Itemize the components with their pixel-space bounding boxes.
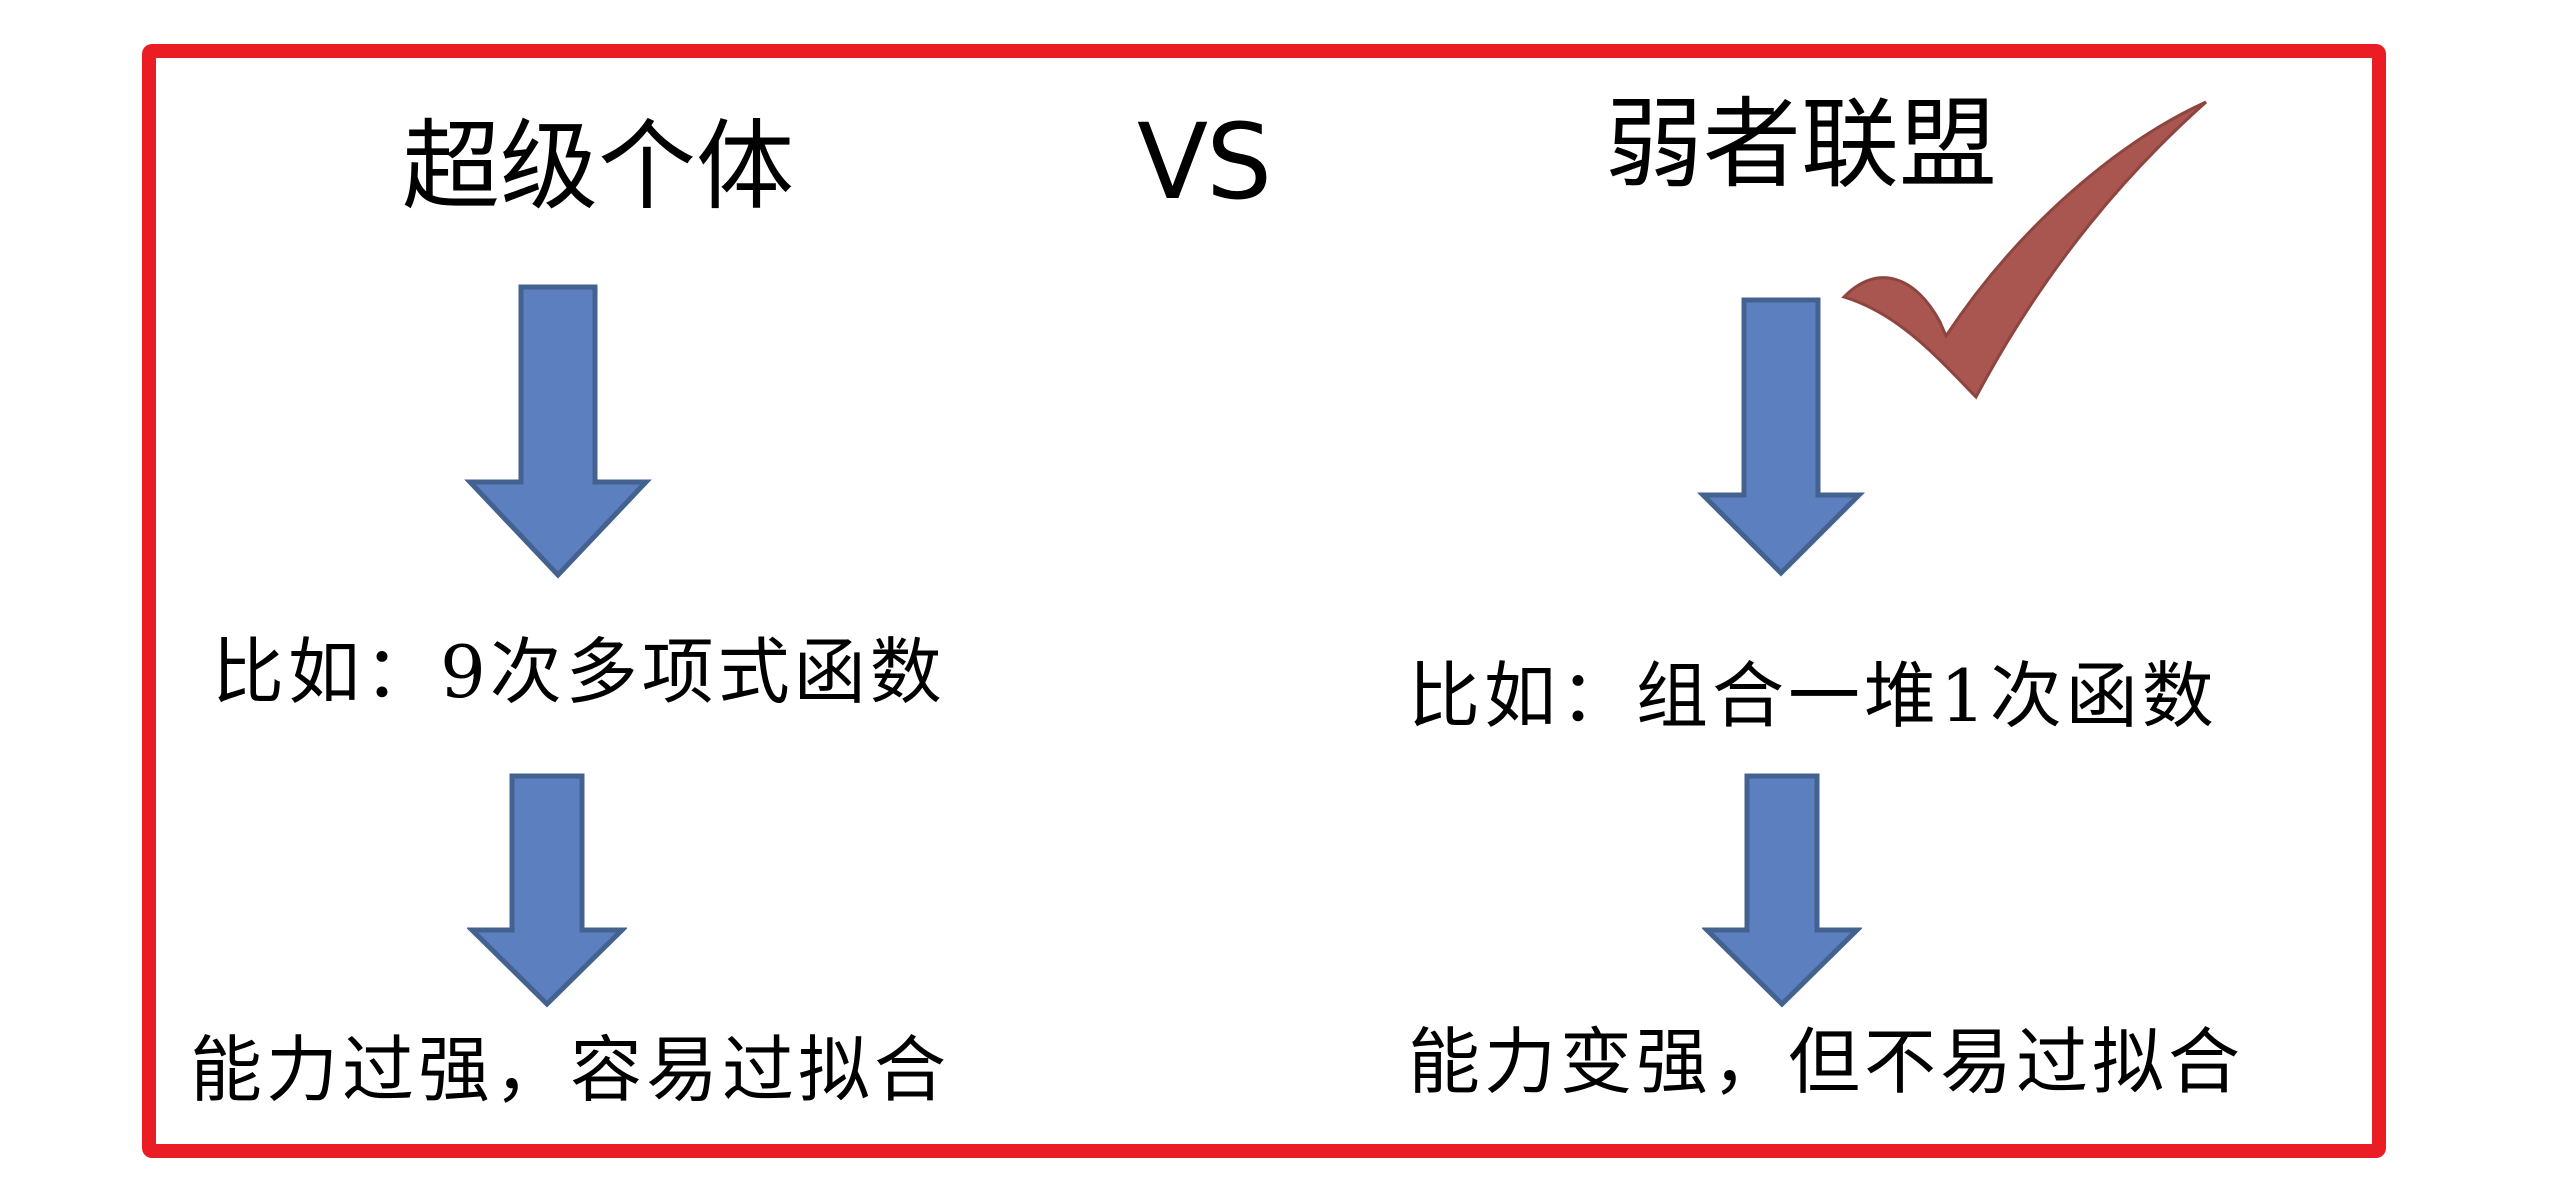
vs-label: VS [1137,101,1272,223]
down-arrow-icon [1696,297,1866,577]
right-example: 比如：组合一堆1次函数 [1408,654,2218,738]
down-arrow-icon [1702,773,1862,1008]
down-arrow-icon [467,773,627,1008]
right-title: 弱者联盟 [1605,88,1998,202]
right-result: 能力变强，但不易过拟合 [1408,1020,2245,1104]
down-arrow-icon [464,284,652,579]
left-example: 比如：9次多项式函数 [212,630,946,714]
left-title: 超级个体 [402,110,795,224]
checkmark-icon [1841,100,2208,400]
left-result: 能力过强，容易过拟合 [190,1028,951,1112]
